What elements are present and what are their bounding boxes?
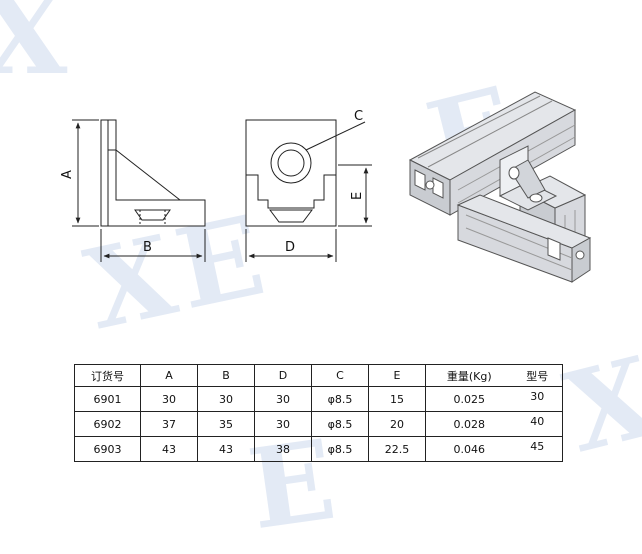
cell-a: 30 — [140, 386, 198, 412]
cell-d: 30 — [254, 411, 312, 437]
watermark-x-bottom-right: X — [553, 331, 642, 478]
dimension-label-e: E — [350, 192, 365, 200]
cell-d: 38 — [254, 436, 312, 462]
cell-b: 43 — [197, 436, 255, 462]
cell-b: 30 — [197, 386, 255, 412]
header-e: E — [368, 364, 426, 387]
header-b: B — [197, 364, 255, 387]
cell-model: 40 — [512, 411, 563, 437]
technical-drawings: A B C D E — [60, 91, 592, 283]
header-model: 型号 — [512, 364, 563, 387]
header-d: D — [254, 364, 312, 387]
cell-c: φ8.5 — [311, 411, 369, 437]
spec-table: 订货号 A B D C E 重量(Kg) 型号 6901 30 30 30 φ8… — [74, 364, 563, 462]
header-weight: 重量(Kg) — [425, 364, 513, 387]
cell-c: φ8.5 — [311, 386, 369, 412]
cell-model: 30 — [512, 386, 563, 412]
header-order-no: 订货号 — [74, 364, 141, 387]
table-row: 6902 37 35 30 φ8.5 20 0.028 40 — [74, 411, 563, 437]
cell-e: 15 — [368, 386, 426, 412]
cell-a: 43 — [140, 436, 198, 462]
dimension-label-c: C — [354, 109, 363, 124]
cell-model: 45 — [512, 436, 563, 462]
cell-c: φ8.5 — [311, 436, 369, 462]
cell-e: 20 — [368, 411, 426, 437]
cell-weight: 0.046 — [425, 436, 513, 462]
header-c: C — [311, 364, 369, 387]
cell-a: 37 — [140, 411, 198, 437]
dimension-label-a: A — [60, 170, 75, 179]
dimension-label-d: D — [285, 240, 295, 255]
cell-order-no: 6903 — [74, 436, 141, 462]
side-view-drawing — [72, 119, 206, 262]
cell-order-no: 6902 — [74, 411, 141, 437]
table-row: 6901 30 30 30 φ8.5 15 0.025 30 — [74, 386, 563, 412]
header-a: A — [140, 364, 198, 387]
table-row: 6903 43 43 38 φ8.5 22.5 0.046 45 — [74, 436, 563, 462]
cell-d: 30 — [254, 386, 312, 412]
front-view-drawing — [245, 119, 372, 262]
cell-b: 35 — [197, 411, 255, 437]
profile-assembly-illustration — [408, 91, 592, 283]
dimension-label-b: B — [143, 240, 152, 255]
table-header-row: 订货号 A B D C E 重量(Kg) 型号 — [74, 364, 563, 387]
cell-weight: 0.028 — [425, 411, 513, 437]
cell-order-no: 6901 — [74, 386, 141, 412]
cell-e: 22.5 — [368, 436, 426, 462]
cell-weight: 0.025 — [425, 386, 513, 412]
